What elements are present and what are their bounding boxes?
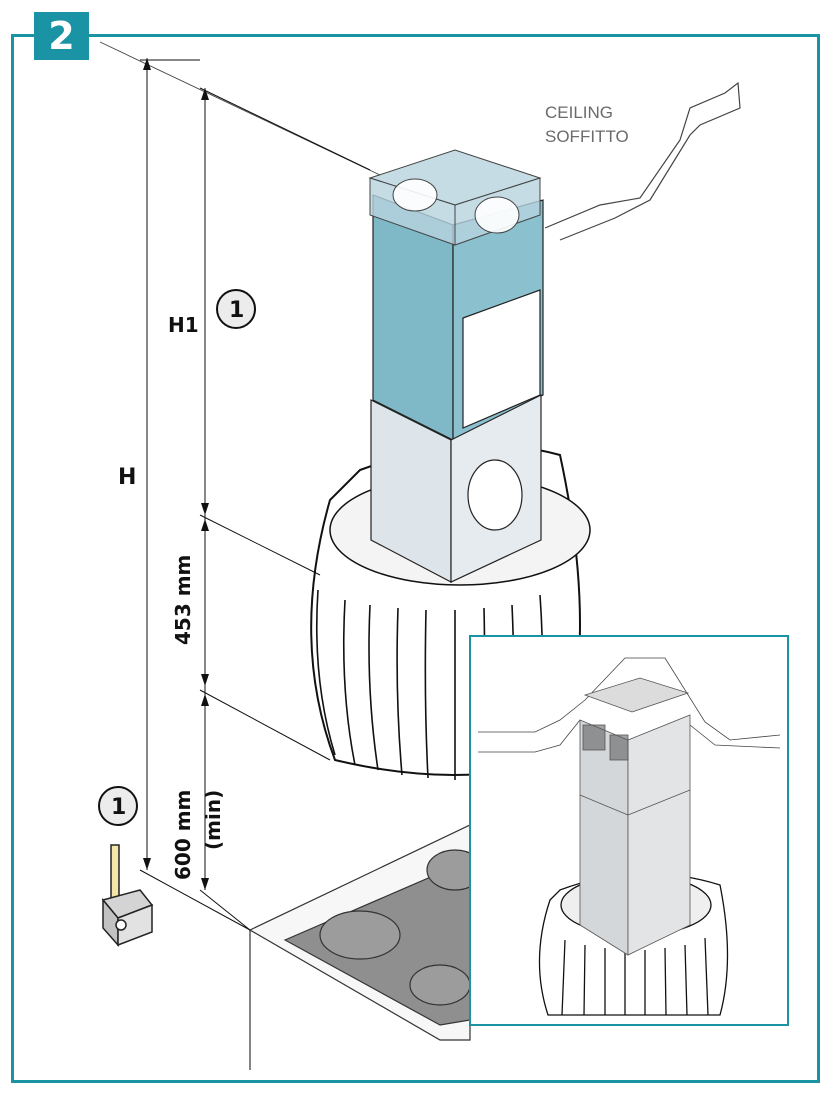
- callout-measuring-tool-number: 1: [111, 795, 126, 820]
- dimension-label-chimney-height: H1: [168, 313, 199, 337]
- diagram-frame: [11, 34, 820, 1083]
- dimension-lines: [139, 58, 371, 931]
- callout-chimney: 1: [216, 289, 256, 329]
- callout-chimney-number: 1: [229, 298, 244, 323]
- ceiling-label-en: CEILING: [545, 103, 613, 122]
- dimension-label-hood-height: 453 mm: [171, 555, 195, 645]
- chimney-upper: [372, 194, 544, 441]
- tape-measure-icon: [101, 844, 154, 947]
- dimension-label-total-height: H: [118, 465, 136, 490]
- dimension-label-clearance: 600 mm: [171, 790, 195, 880]
- ceiling-bracket: [368, 149, 542, 246]
- step-number-badge: 2: [34, 12, 89, 60]
- inset-chimney: [579, 677, 691, 956]
- chimney-lower: [370, 394, 542, 583]
- dimension-arrowheads: [143, 58, 209, 890]
- dimension-label-clearance-min: (min): [201, 790, 225, 850]
- cooktop-counter: [248, 824, 484, 1070]
- inset-rendering: [469, 635, 789, 1026]
- callout-measuring-tool: 1: [98, 786, 138, 826]
- ceiling-label-it: SOFFITTO: [545, 127, 629, 146]
